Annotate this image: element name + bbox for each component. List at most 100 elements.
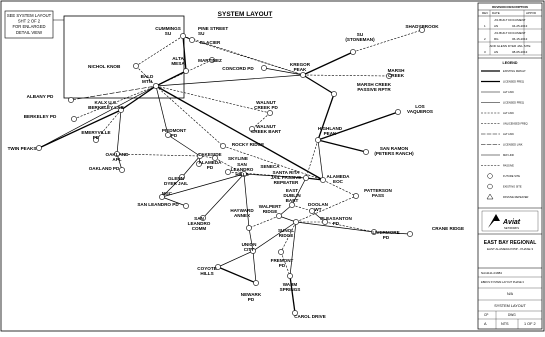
site-label-line: BERKELEY PD bbox=[24, 114, 57, 119]
site-label-lakeside: LAKESIDE bbox=[198, 152, 221, 157]
site-label-line: SPRINGS bbox=[280, 287, 301, 292]
site-label-line: SAN bbox=[237, 162, 247, 167]
site-label-concord-pd: CONCORD PD bbox=[222, 66, 254, 71]
link-highland-peak-san-ramon bbox=[317, 139, 367, 153]
legend-label: EXISTING SITE bbox=[503, 185, 522, 189]
site-label-oakland-pd: OAKLAND PD bbox=[89, 166, 120, 171]
site-label-line: CRANE RIDGE bbox=[432, 226, 464, 231]
site-label-line: ALAMEDA bbox=[327, 174, 351, 179]
site-label-line: WALNUT bbox=[256, 100, 276, 105]
legend-label: ALT LINK bbox=[503, 111, 514, 115]
site-label-line: HILLS bbox=[200, 271, 213, 276]
site-label-line: PD bbox=[383, 235, 390, 240]
callout-note-line: SEE SYSTEM LAYOUT bbox=[7, 13, 52, 18]
site-label-line: PIEDMONT bbox=[162, 128, 186, 133]
site-node-walnut-creek-bart bbox=[249, 126, 255, 132]
site-label-line: ALTA bbox=[172, 56, 184, 61]
site-label-line: ALBANY PD bbox=[27, 94, 54, 99]
site-label-line: DYER JAIL bbox=[164, 181, 188, 186]
link-hayward-annex-union-city bbox=[248, 227, 254, 252]
callout-note-line: SHT 2 OF 2 bbox=[18, 19, 41, 24]
site-label-line: CAROL DRIVE bbox=[294, 314, 326, 319]
site-node-oakland-apl bbox=[114, 151, 120, 157]
site-label-san-leandro-pd: SAN LEANDRO PD bbox=[137, 202, 179, 207]
site-node-newark-pd bbox=[253, 280, 259, 286]
site-label-line: ANNEX bbox=[234, 213, 251, 218]
site-label-line: BART bbox=[286, 198, 299, 203]
revision-column-header: APPVD bbox=[526, 11, 537, 15]
link-bald-mtn-kalx bbox=[120, 85, 157, 111]
site-label-line: CUMMINGS bbox=[155, 26, 181, 31]
site-node-warm-springs bbox=[287, 273, 293, 279]
sheet-info-label: CP bbox=[484, 313, 488, 317]
link-sunol-ridge-union-city bbox=[252, 221, 297, 252]
site-label-twin-peaks: TWIN PEAKS bbox=[8, 146, 37, 151]
link-kregor-peak-marsh-creek bbox=[302, 74, 390, 77]
site-label-line: REPEATER bbox=[274, 180, 299, 185]
site-label-line: RIDGE bbox=[263, 209, 278, 214]
site-node-twin-peaks bbox=[36, 145, 42, 151]
site-label-line: LAKESIDE bbox=[198, 152, 221, 157]
link-kregor-peak-marsh-creek-passive bbox=[302, 74, 335, 95]
link-livermore-pd-crane-ridge bbox=[373, 231, 411, 235]
revision-by: AN bbox=[494, 24, 498, 28]
site-label-line: VAQUEROS bbox=[407, 109, 433, 114]
link-oakland-apl-lakeside bbox=[116, 153, 201, 157]
project-subtitle: EAST ALAMEDA P25P - PHASE 3 bbox=[487, 247, 533, 251]
link-bald-mtn-walnut-creek-pd bbox=[155, 85, 271, 114]
revision-number: 1 bbox=[484, 24, 486, 28]
site-label-line: (PETERS RANCH) bbox=[374, 151, 414, 156]
legend-label: MW LINK bbox=[503, 153, 514, 157]
link-union-city-newark-pd bbox=[252, 250, 257, 284]
link-san-leandro-hills-santa-rita bbox=[243, 173, 307, 179]
site-label-line: HILLS bbox=[235, 172, 248, 177]
site-node-san-ramon bbox=[363, 149, 369, 155]
revision-column-header: DATE bbox=[492, 11, 500, 15]
site-label-line: PEAK bbox=[324, 131, 337, 136]
site-label-albany-pd: ALBANY PD bbox=[27, 94, 54, 99]
site-node-skyline bbox=[212, 155, 218, 161]
site-node-shadybrook bbox=[419, 27, 425, 33]
site-label-line: COMM bbox=[192, 226, 207, 231]
site-label-line: ROCKY RIDGE bbox=[232, 142, 264, 147]
link-sunol-ridge-livermore-pd bbox=[295, 221, 375, 233]
drawing-note: EBRCS SYSTEM LAYOUT PHASE 3 bbox=[481, 280, 524, 284]
company-subname: NETWORKS bbox=[504, 226, 519, 230]
site-label-line: SENECA bbox=[260, 164, 280, 169]
site-label-line: NICHOL KNOB bbox=[88, 64, 121, 69]
link-highland-peak-santa-rita bbox=[305, 139, 319, 179]
link-cummings-nichol-knob bbox=[135, 35, 184, 67]
site-label-rocky-ridge: ROCKY RIDGE bbox=[232, 142, 264, 147]
site-label-crane-ridge: CRANE RIDGE bbox=[432, 226, 464, 231]
site-node-walpert-ridge bbox=[276, 213, 282, 219]
site-label-line: GLACIER bbox=[200, 40, 221, 45]
site-label-stoneman: SU(STONEMAN) bbox=[345, 32, 375, 42]
site-label-kalx: KALX U.C.BERKELEY LAB bbox=[88, 100, 124, 110]
link-sunol-ridge-fremont-pd bbox=[280, 221, 297, 253]
site-label-line: CREEK bbox=[388, 73, 405, 78]
site-node-fremont-pd bbox=[278, 249, 284, 255]
revision-description: AS BUILT DOCUMENT bbox=[494, 18, 525, 22]
site-node-san-leandro-comm bbox=[200, 215, 206, 221]
site-label-line: WALPERT bbox=[259, 204, 282, 209]
link-nichol-knob-bald-mtn bbox=[135, 65, 157, 87]
site-label-line: SU bbox=[357, 32, 364, 37]
site-node-walnut-creek-pd bbox=[267, 110, 273, 116]
link-skyline-san-leandro-hills bbox=[214, 157, 245, 175]
callout-note-line: DETAIL VIEW bbox=[16, 30, 42, 35]
site-node-livermore-pd bbox=[371, 229, 377, 235]
site-node-lakeside bbox=[197, 153, 203, 159]
revision-date: 04-25-2013 bbox=[512, 24, 528, 28]
